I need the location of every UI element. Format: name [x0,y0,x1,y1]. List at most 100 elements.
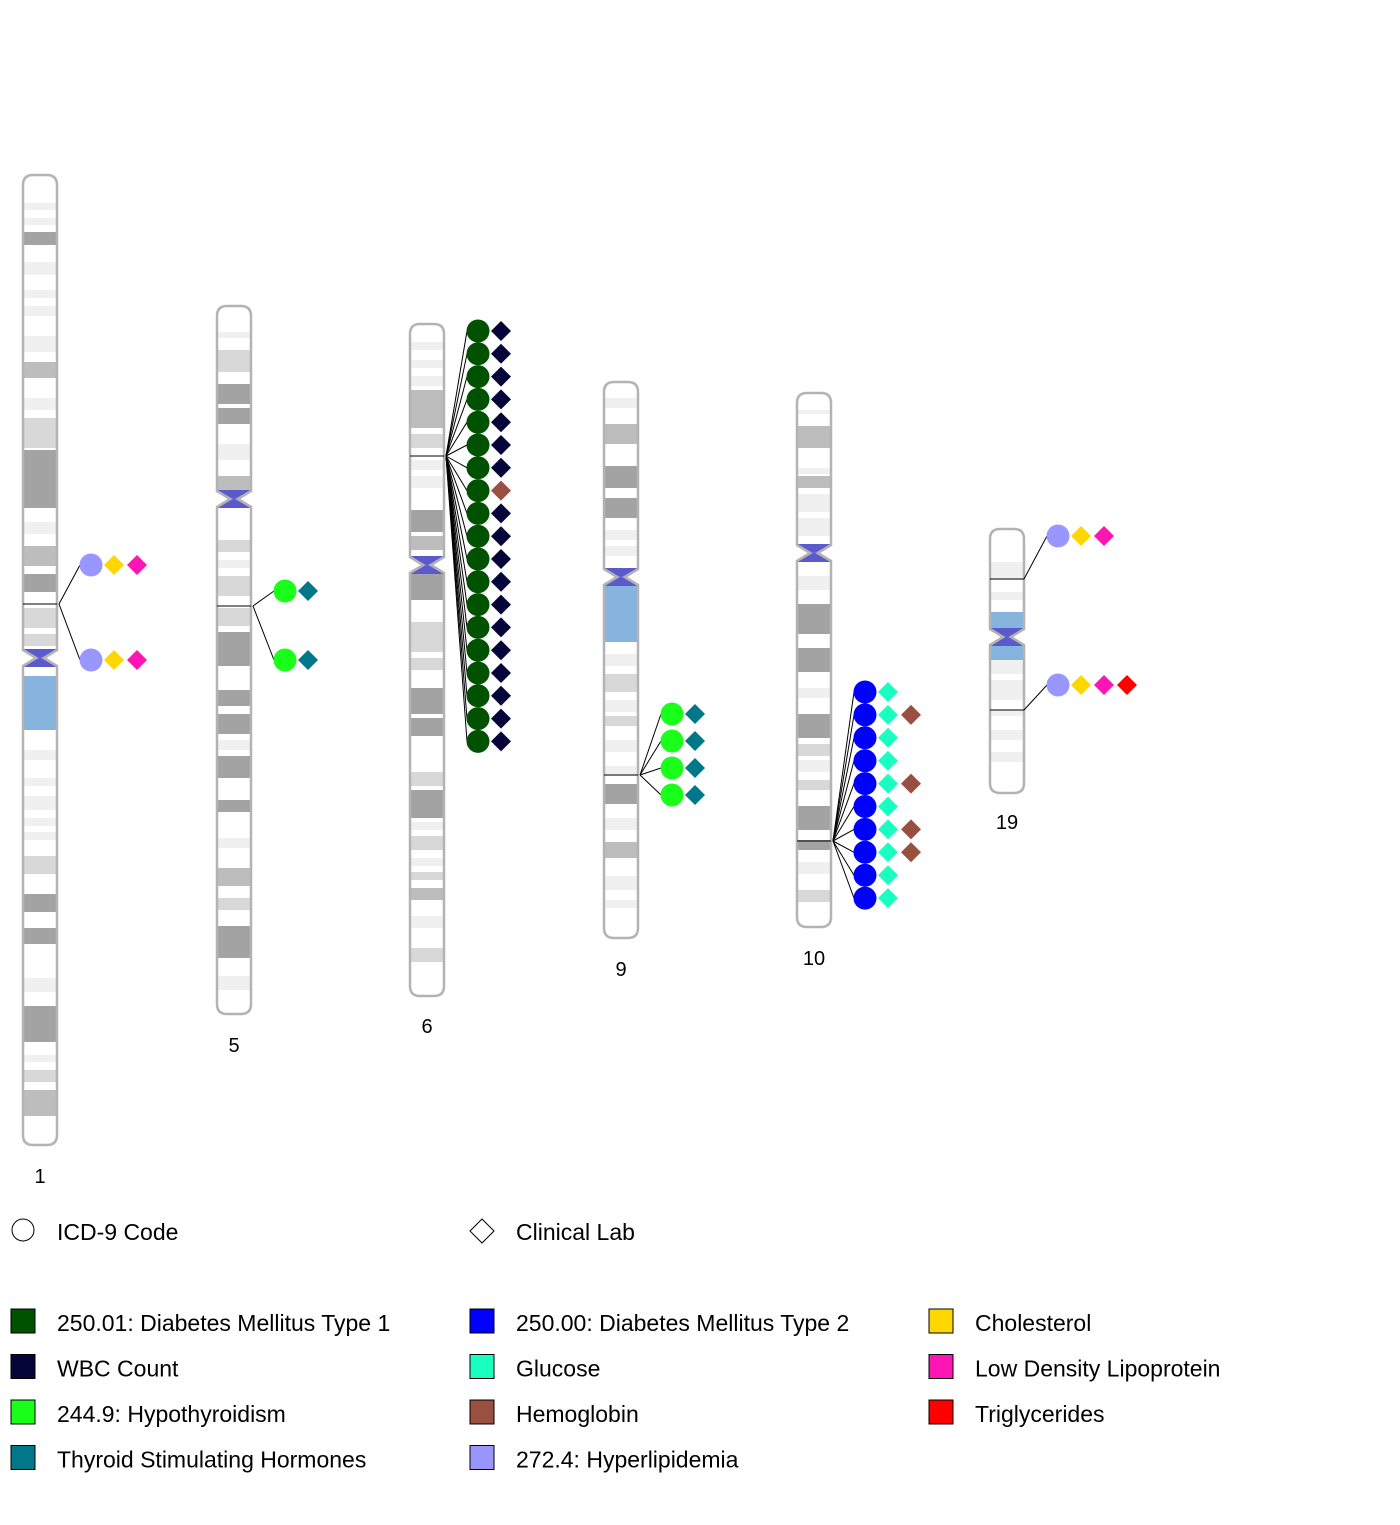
legend-shape-label: ICD-9 Code [57,1219,178,1245]
chromosome-band [23,362,57,378]
lab-diamond-wbc_count [491,685,511,706]
chromosome-band [604,842,638,858]
chromosome-band [23,290,57,298]
connector-line [832,737,855,842]
legend-swatch [10,1445,36,1470]
icd9-circle-diabetes_type_1 [466,319,490,343]
icd9-circle-diabetes_type_1 [466,365,490,389]
lab-diamond-hemoglobin [901,773,921,794]
chromosome-band [604,766,638,776]
chromosome-band [797,688,831,698]
legend-label: Low Density Lipoprotein [975,1356,1220,1382]
legend-swatch [928,1354,954,1379]
chromosome-band [23,262,57,275]
connector-line [445,455,468,582]
chromosome-band [217,926,251,958]
legend-swatch [469,1308,495,1334]
chromosome-band [23,450,57,508]
icd9-circle-diabetes_type_1 [466,729,490,753]
connector-line [445,330,468,457]
chromosome-band [410,872,444,880]
chromosome-bands [797,393,831,927]
legend: ICD-9 Code Clinical Lab 250.01: Diabetes M… [10,1218,1220,1473]
chromosome-band [410,790,444,818]
chromosome-band [410,360,444,368]
chromosome-band [23,522,57,534]
legend-item-glucose: Glucose [469,1354,600,1382]
chromosome-10: 10 [795,391,833,970]
centromere-fill [604,568,638,586]
chromosome-band [990,710,1024,716]
connector-line [445,376,468,457]
chromosome-band [23,796,57,810]
chromosome-band [797,648,831,672]
icd9-circle-diabetes_type_2 [853,726,877,750]
icd9-circle-diabetes_type_2 [853,886,877,910]
chromosome-band [23,778,57,786]
lab-diamond-wbc_count [491,663,511,683]
chromosome-bands [604,382,638,938]
chromosome-band [410,572,444,600]
lab-diamond-thyroid_stimulating_hormones [298,650,318,670]
chromosome-band [797,426,831,448]
icd9-circle-diabetes_type_2 [853,817,877,841]
icd9-circle-diabetes_type_1 [466,524,490,548]
legend-label: 250.00: Diabetes Mellitus Type 2 [516,1310,849,1336]
icd9-circle-diabetes_type_1 [466,501,490,525]
lab-diamond-ldl [1094,526,1114,546]
lab-diamond-ldl [1094,675,1114,695]
legend-label: Hemoglobin [516,1401,639,1427]
lab-diamond-glucose [878,888,898,909]
icd9-circle-diabetes_type_2 [853,863,877,887]
icd9-circle-hyperlipidemia [79,648,103,672]
lab-diamond-wbc_count [491,594,511,615]
lab-diamond-glucose [878,750,898,771]
chromosome-band [604,498,638,518]
lab-diamond-thyroid_stimulating_hormones [685,758,705,778]
legend-swatch [469,1399,495,1425]
chromosome-band [217,714,251,734]
annotations-chr-10 [797,680,921,910]
legend-swatch [469,1445,495,1470]
chromosome-band [604,546,638,556]
icd9-circle-diabetes_type_1 [466,342,490,366]
connector-line [252,605,275,661]
chromosome-outline [602,380,640,940]
chromosome-band [23,1090,57,1116]
chromosome-band [797,476,831,488]
lab-diamond-wbc_count [491,503,511,524]
lab-diamond-cholesterol [1071,526,1091,546]
chromosome-19: 19 [988,527,1026,834]
chromosome-band [23,1006,57,1042]
lab-diamond-hemoglobin [901,842,921,863]
connector-line [1023,684,1048,711]
legend-swatch [10,1399,36,1425]
centromere-fill [217,490,251,508]
lab-diamond-hemoglobin [901,704,921,725]
chromosome-band [410,510,444,532]
legend-item-hemoglobin: Hemoglobin [469,1399,639,1427]
chromosome-band [217,444,251,460]
chromosome-band [217,350,251,372]
icd9-circle-diabetes_type_1 [466,661,490,685]
lab-diamond-cholesterol [104,555,124,575]
lab-diamond-thyroid_stimulating_hormones [685,785,705,805]
chromosome-band [217,868,251,886]
chromosome-band [217,690,251,706]
lab-diamond-glucose [878,796,898,817]
chromosome-band [410,390,444,428]
connector-line [832,840,855,853]
connector-line [445,455,468,491]
legend-shape-diamond: Clinical Lab [469,1218,635,1245]
connector-line [445,353,468,457]
chromosome-band [797,890,831,902]
chromosome-band [797,410,831,414]
chromosome-band [217,976,251,990]
chromosome-band [217,540,251,552]
legend-item-triglycerides: Triglycerides [928,1399,1105,1427]
connector-line [445,455,468,469]
legend-item-diabetes_type_1: 250.01: Diabetes Mellitus Type 1 [10,1308,390,1336]
legend-swatch [928,1308,954,1334]
chromosome-band [604,654,638,666]
